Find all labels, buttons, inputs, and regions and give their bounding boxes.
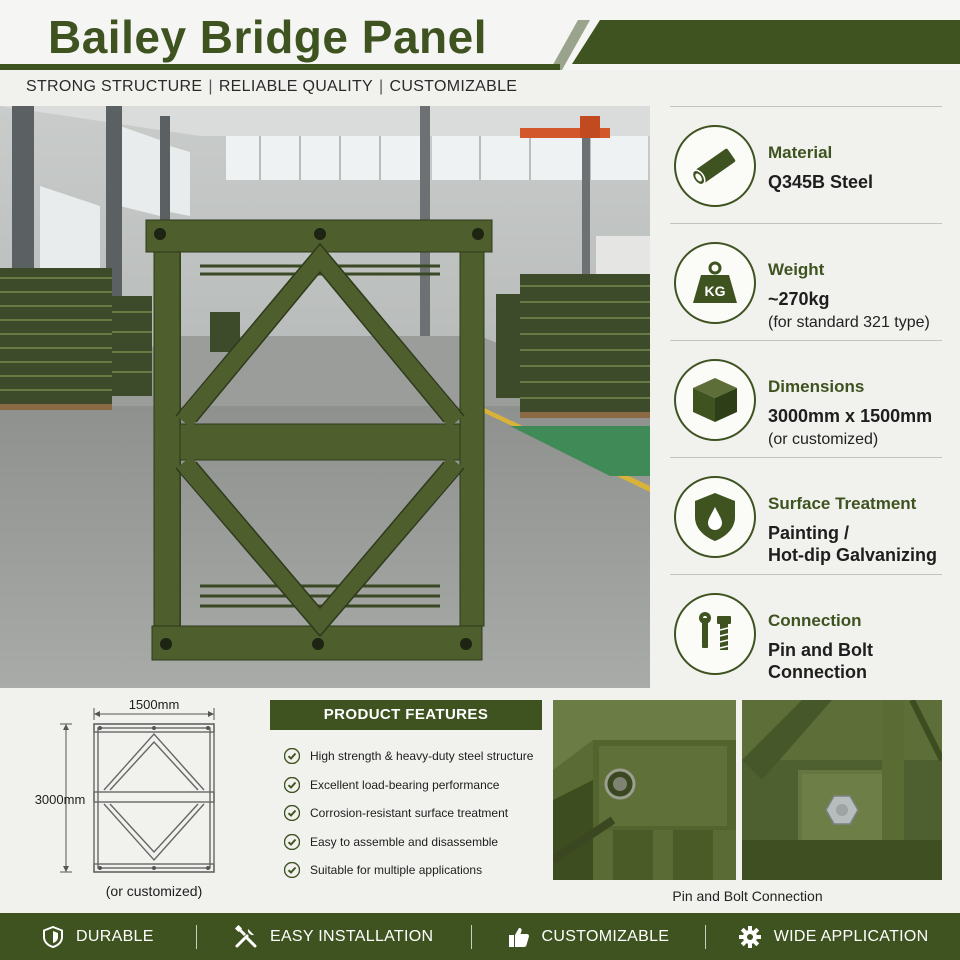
bailey-panel-illustration [145,219,493,661]
steel-pipe-icon [674,125,756,207]
tagline: STRONG STRUCTURE | RELIABLE QUALITY | CUSTOM… [26,78,517,96]
tagline-item: CUSTOMIZABLE [389,78,518,95]
spec-connection: Connection Pin and Bolt Connection [670,574,942,691]
spec-value: Q345B Steel [768,171,873,193]
spec-value: Pin and Bolt Connection [768,639,873,683]
footer-label: CUSTOMIZABLE [541,927,670,945]
spec-value-line: 3000mm x 1500mm [768,406,933,426]
product-features: PRODUCT FEATURES High strength & heavy-d… [270,700,542,885]
spec-label: Dimensions [768,377,865,396]
weight-kg-icon: KG [674,242,756,324]
header-underline [0,64,560,70]
spec-value-line: Pin and Bolt [768,640,873,660]
spec-value-line: Connection [768,662,867,682]
footer-divider [470,924,472,949]
feature-item: Corrosion-resistant surface treatment [270,799,542,828]
tagline-separator: | [379,78,384,95]
spec-label: Weight [768,260,825,279]
footer-divider [195,924,197,949]
feature-item: Excellent load-bearing performance [270,771,542,800]
spec-label: Surface Treatment [768,494,917,513]
check-circle-icon [284,748,300,765]
page-title: Bailey Bridge Panel [48,11,487,63]
pin-connection-photo [553,700,736,880]
check-circle-icon [284,833,300,850]
feature-text: Easy to assemble and disassemble [310,834,499,849]
feature-text: Excellent load-bearing performance [310,777,500,792]
tagline-item: STRONG STRUCTURE [26,78,203,95]
bolt-connection-photo [742,700,942,880]
header-accent-band [572,20,960,64]
footer-item-customizable: CUSTOMIZABLE [472,926,706,948]
tools-icon [234,924,257,947]
gear-icon [738,925,761,948]
footer-label: WIDE APPLICATION [773,927,929,945]
feature-text: Corrosion-resistant surface treatment [310,806,509,821]
spec-weight: KG Weight ~270kg (for standard 321 type) [670,223,942,340]
warehouse-scene [0,106,650,688]
feature-text: High strength & heavy-duty steel structu… [310,749,534,764]
feature-item: Suitable for multiple applications [270,856,542,885]
weight-icon-text: KG [705,283,726,299]
cube-icon [674,359,756,441]
spec-label: Connection [768,611,862,630]
check-circle-icon [284,805,300,822]
spec-dimensions: Dimensions 3000mm x 1500mm (or customize… [670,340,942,457]
spec-value: Painting / Hot-dip Galvanizing [768,522,937,566]
spec-note: (or customized) [768,431,879,448]
photo-caption: Pin and Bolt Connection [672,888,823,904]
check-circle-icon [284,862,300,879]
spec-material: Material Q345B Steel [670,106,942,223]
spec-list: Material Q345B Steel KG Weight ~270kg (f… [670,106,942,691]
footer-divider [705,924,707,949]
height-label: 3000mm [35,792,86,807]
pin-bolt-icon [674,593,756,675]
features-list: High strength & heavy-duty steel structu… [270,742,542,885]
spec-value-line: ~270kg [768,289,830,309]
footer-item-durable: DURABLE [0,925,196,948]
feature-item: Easy to assemble and disassemble [270,828,542,857]
spec-note: (for standard 321 type) [768,314,930,331]
footer-item-easy-installation: EASY INSTALLATION [197,924,471,949]
footer-bar: DURABLE EASY INSTALLATION CUSTOMIZABLE W… [0,913,960,960]
shield-icon [43,925,64,948]
tagline-separator: | [208,78,213,95]
spec-surface-treatment: Surface Treatment Painting / Hot-dip Gal… [670,457,942,574]
feature-text: Suitable for multiple applications [310,863,483,878]
spec-value: ~270kg [768,288,830,310]
check-circle-icon [284,776,300,793]
diagram-note: (or customized) [106,883,202,899]
hero-product-photo [0,106,650,688]
spec-value-line: Hot-dip Galvanizing [768,545,937,565]
footer-label: DURABLE [76,927,154,945]
spec-value: 3000mm x 1500mm [768,405,932,427]
header: Bailey Bridge Panel [0,0,960,70]
tagline-item: RELIABLE QUALITY [218,78,374,95]
dimension-diagram: 1500mm 3000mm (or customized) [24,694,264,906]
footer-label: EASY INSTALLATION [269,927,434,945]
width-label: 1500mm [129,697,180,712]
thumbs-up-icon [508,927,529,947]
spec-value-line: Q345B Steel [768,172,874,192]
features-title: PRODUCT FEATURES [270,700,542,730]
shield-drop-icon [674,476,756,558]
spec-label: Material [768,143,833,162]
spec-value-line: Painting / [768,523,849,543]
footer-item-wide-application: WIDE APPLICATION [706,925,960,949]
feature-item: High strength & heavy-duty steel structu… [270,742,542,771]
